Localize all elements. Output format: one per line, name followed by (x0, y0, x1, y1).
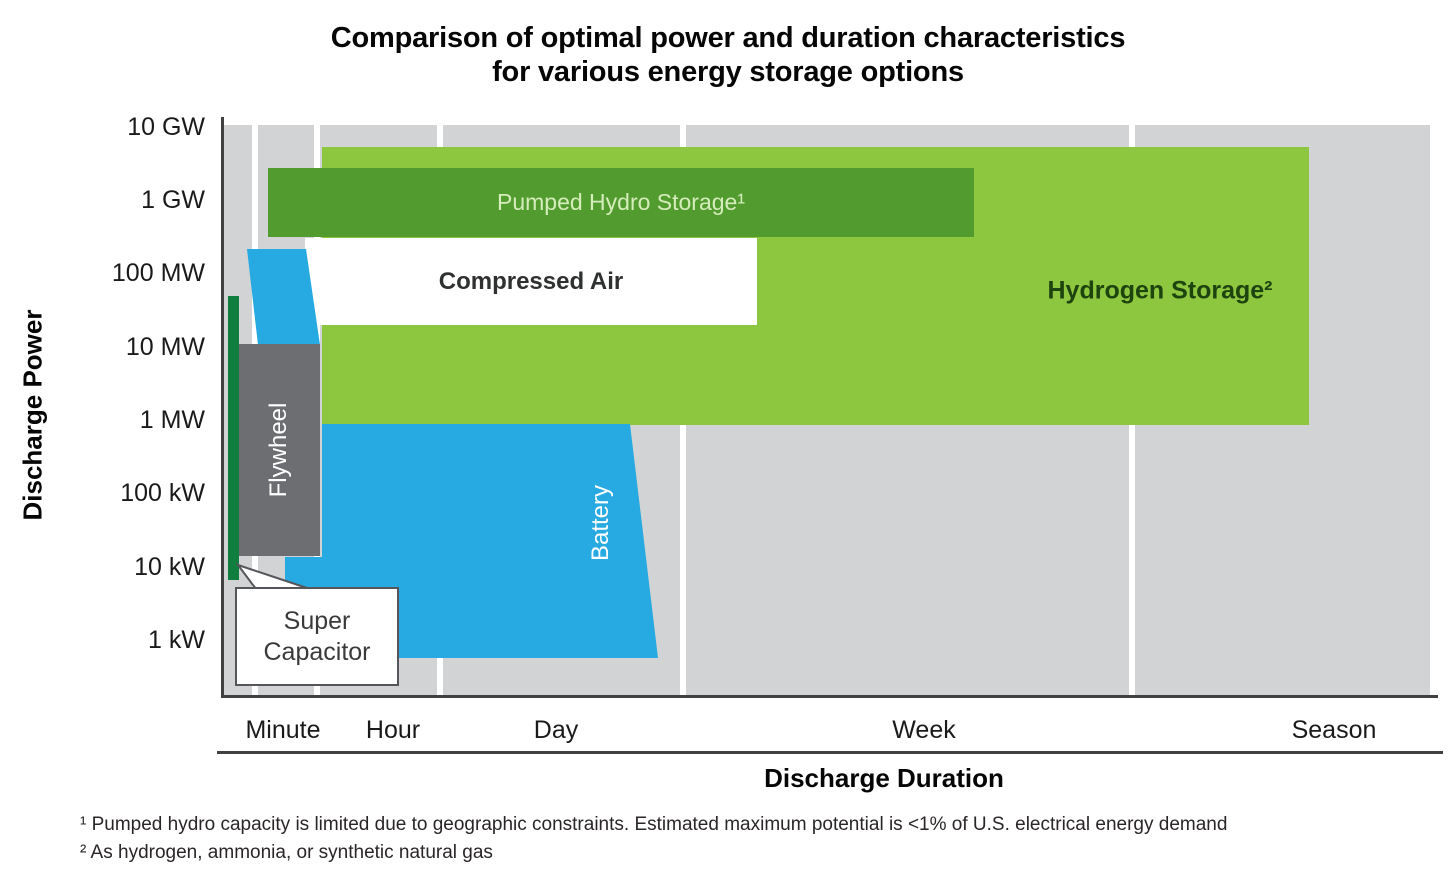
chart-title-line1: Comparison of optimal power and duration… (330, 22, 1126, 54)
chart-title-line2: for various energy storage options (492, 56, 964, 88)
callout-pointer-shape (235, 563, 311, 590)
x-tick-minute: Minute (245, 716, 321, 744)
plot-area: Hydrogen Storage² Pumped Hydro Storage¹ … (222, 125, 1430, 697)
region-battery-lobe (247, 249, 320, 345)
x-tick-week: Week (892, 716, 956, 744)
y-tick-100kw: 100 kW (120, 479, 205, 507)
y-tick-1gw: 1 GW (141, 186, 205, 214)
label-compressed-air: Compressed Air (438, 267, 624, 295)
region-super-capacitor (228, 296, 239, 580)
label-battery: Battery (587, 484, 614, 562)
region-compressed-air: Compressed Air (305, 238, 757, 325)
x-tick-day: Day (533, 716, 579, 744)
x-tick-hour: Hour (365, 716, 421, 744)
footnote-2: ² As hydrogen, ammonia, or synthetic nat… (80, 842, 493, 863)
label-hydrogen-storage: Hydrogen Storage² (1047, 276, 1273, 305)
y-axis-line (221, 117, 224, 698)
y-axis-title: Discharge Power (17, 309, 48, 521)
region-pumped-hydro: Pumped Hydro Storage¹ (268, 168, 974, 237)
label-flywheel: Flywheel (265, 402, 292, 498)
x-axis-line (217, 751, 1443, 754)
x-axis-title: Discharge Duration (764, 763, 1004, 793)
label-super-capacitor-line1: Super (283, 606, 351, 635)
y-tick-1kw: 1 kW (148, 626, 205, 654)
y-tick-100mw: 100 MW (111, 259, 205, 287)
label-super-capacitor-line2: Capacitor (263, 637, 371, 666)
callout-super-capacitor: Super Capacitor (235, 587, 399, 686)
y-tick-10kw: 10 kW (134, 553, 205, 581)
y-tick-10gw: 10 GW (127, 113, 205, 141)
x-tick-season: Season (1291, 716, 1377, 744)
label-pumped-hydro: Pumped Hydro Storage¹ (496, 189, 745, 215)
y-tick-1mw: 1 MW (139, 406, 205, 434)
footnote-1: ¹ Pumped hydro capacity is limited due t… (80, 814, 1228, 835)
y-tick-10mw: 10 MW (125, 333, 205, 361)
region-flywheel (238, 344, 320, 556)
plot-bottom-line (222, 695, 1438, 698)
